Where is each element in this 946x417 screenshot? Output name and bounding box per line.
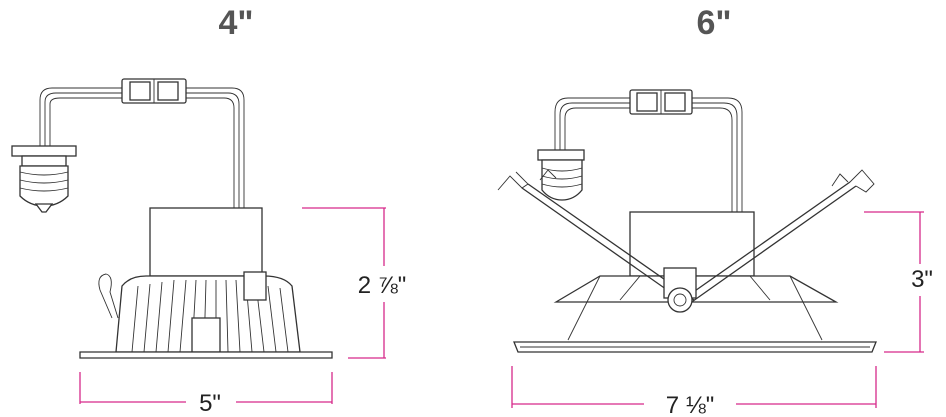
height-dimension-6-inch [864, 211, 924, 353]
driver-housing-6-inch [629, 211, 755, 277]
width-label-4-inch: 5" [199, 390, 221, 417]
height-label-6-inch: 3" [911, 266, 933, 293]
heat-sink-4-inch [115, 271, 301, 353]
quick-connector-6-inch [629, 89, 693, 115]
height-label-4-inch: 2 ⅞" [358, 272, 407, 299]
quick-connector-4-inch [121, 78, 187, 104]
width-dimension-6-inch [511, 366, 877, 408]
center-bracket-6-inch [663, 267, 697, 313]
fixture-6-inch: 6" [497, 4, 933, 417]
spring-clip-4-inch [98, 273, 119, 319]
width-label-6-inch: 7 ⅛" [666, 392, 715, 417]
size-label-4-inch: 4" [218, 4, 253, 42]
e26-socket-adapter-4-inch [11, 145, 77, 213]
wire-harness-4-inch [39, 87, 245, 208]
trim-flange-4-inch [79, 351, 333, 359]
fixture-4-inch: 4" [11, 4, 407, 417]
width-dimension-4-inch [79, 372, 333, 404]
height-dimension-4-inch [302, 207, 386, 359]
wire-harness-6-inch [554, 97, 743, 212]
e26-socket-adapter-6-inch [537, 149, 585, 201]
size-label-6-inch: 6" [696, 4, 731, 42]
driver-housing-4-inch [149, 207, 263, 277]
